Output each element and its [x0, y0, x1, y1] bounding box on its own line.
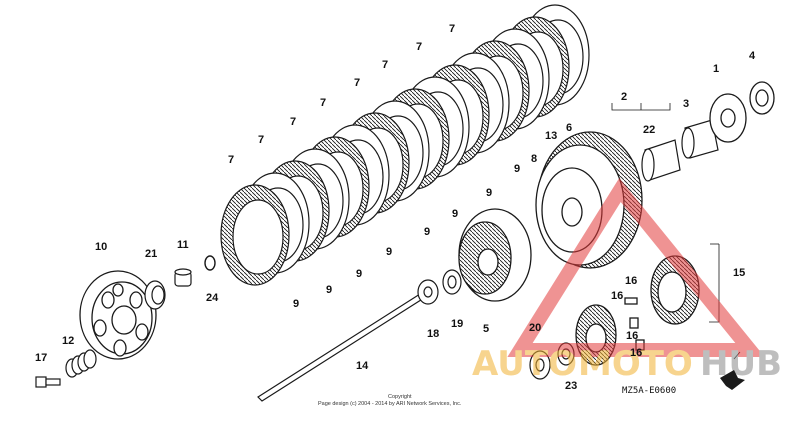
- callout-9: 9: [356, 268, 362, 280]
- clutch-plate-stack: [220, 4, 590, 286]
- callout-9: 9: [514, 163, 520, 175]
- callout-7: 7: [449, 23, 455, 35]
- release-bearing: [144, 280, 166, 310]
- drive-sprocket: [709, 93, 747, 143]
- clutch-plate-inner: [232, 199, 284, 275]
- clutch-outer: [535, 131, 643, 269]
- callout-16c: 16: [626, 330, 638, 342]
- callout-1: 1: [713, 63, 719, 75]
- callout-7: 7: [228, 154, 234, 166]
- callout-3: 3: [683, 98, 689, 110]
- callout-23: 23: [565, 380, 577, 392]
- copyright-line-1: Copyright: [388, 394, 412, 400]
- callout-22: 22: [643, 124, 655, 136]
- callout-12: 12: [62, 335, 74, 347]
- callout-labels: 1 2 3 4 5 6 13 22 8 10 21 11 24 12 17 14…: [35, 23, 756, 392]
- pressure-plate: [79, 270, 157, 360]
- callout-2: 2: [621, 91, 627, 103]
- callout-14: 14: [356, 360, 369, 372]
- callout-20: 20: [529, 322, 541, 334]
- lifter-piece: [174, 268, 192, 287]
- callout-9: 9: [486, 187, 492, 199]
- push-rod: [257, 293, 425, 402]
- clutch-center: [458, 208, 532, 302]
- callout-9: 9: [424, 226, 430, 238]
- callout-19: 19: [451, 318, 463, 330]
- clutch-bolt: [35, 376, 61, 388]
- callout-9: 9: [452, 208, 458, 220]
- callout-7: 7: [320, 97, 326, 109]
- callout-9: 9: [293, 298, 299, 310]
- callout-15: 15: [733, 267, 745, 279]
- callout-9: 9: [326, 284, 332, 296]
- callout-7: 7: [258, 134, 264, 146]
- callout-18: 18: [427, 328, 439, 340]
- watermark-moto: MOTO: [578, 344, 693, 384]
- callout-7: 7: [290, 116, 296, 128]
- callout-17: 17: [35, 352, 47, 364]
- needle-bearing: [641, 139, 681, 182]
- circlip: [204, 255, 216, 271]
- callout-4: 4: [749, 50, 756, 62]
- callout-16b: 16: [611, 290, 623, 302]
- watermark-hub: HUB: [700, 344, 782, 384]
- callout-7: 7: [382, 59, 388, 71]
- front-arrow-icon: [720, 370, 745, 390]
- callout-5: 5: [483, 323, 489, 335]
- callout-21: 21: [145, 248, 157, 260]
- watermark-auto: AUTO: [472, 344, 577, 384]
- clutch-spring: [65, 349, 97, 378]
- callout-8: 8: [531, 153, 537, 165]
- thrust-washer: [749, 81, 775, 115]
- collar: [681, 119, 719, 159]
- callout-6: 6: [566, 122, 572, 134]
- callout-11: 11: [177, 239, 189, 251]
- lock-washer: [442, 269, 462, 295]
- callout-10: 10: [95, 241, 107, 253]
- callout-16d: 16: [630, 347, 642, 359]
- callout-16a: 16: [625, 275, 637, 287]
- watermark: AUTO MOTO HUB: [472, 177, 782, 384]
- callout-7: 7: [354, 77, 360, 89]
- diagram-code: MZ5A-E0600: [622, 386, 676, 396]
- callout-13: 13: [545, 130, 557, 142]
- callout-7: 7: [416, 41, 422, 53]
- copyright-line-2: Page design (c) 2004 - 2014 by ARI Netwo…: [318, 401, 462, 407]
- lock-nut: [417, 279, 439, 305]
- callout-9: 9: [386, 246, 392, 258]
- callout-24: 24: [206, 292, 219, 304]
